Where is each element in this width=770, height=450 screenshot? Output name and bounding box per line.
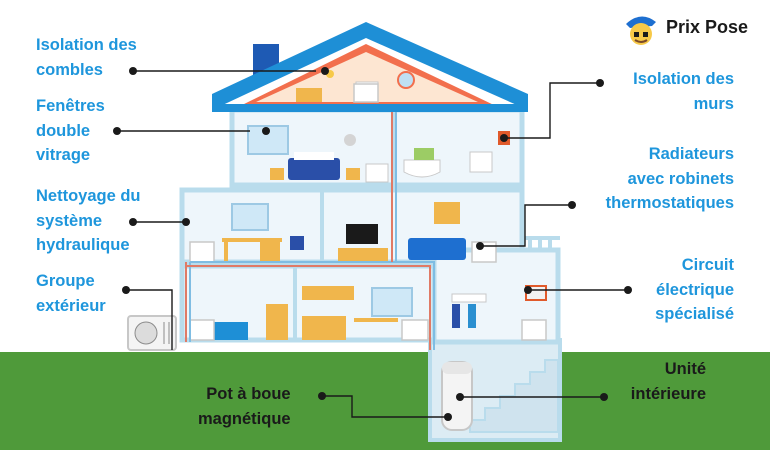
- basement-stairs: [469, 359, 559, 433]
- outdoor-unit: [127, 315, 177, 351]
- leader-lines: [117, 70, 628, 418]
- roof: [212, 22, 528, 110]
- heating-pipes: [185, 112, 435, 350]
- bed: [288, 158, 340, 180]
- callout-dots: [113, 67, 632, 421]
- brand-logo: Prix Pose: [622, 10, 770, 46]
- bathroom: [403, 148, 493, 178]
- brand-name: Prix Pose: [666, 17, 749, 37]
- balcony: [522, 236, 560, 250]
- plumber-mascot-icon: [626, 16, 656, 45]
- ground: [0, 352, 770, 450]
- radiators: [189, 83, 547, 341]
